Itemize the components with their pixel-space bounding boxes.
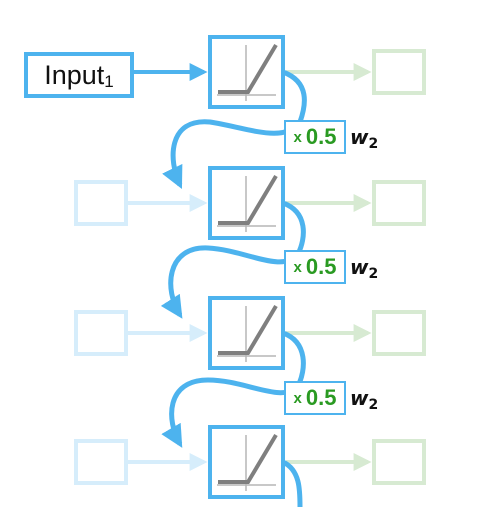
multiplier-prefix: x <box>293 389 302 407</box>
recurrent-arrow-4 <box>281 459 303 507</box>
weight-label-2: w2 <box>350 255 379 282</box>
multiplier-value: 0.5 <box>305 124 337 149</box>
faded-output-2 <box>286 310 426 356</box>
input-subscript: 1 <box>104 72 114 91</box>
weight-label-1: w2 <box>350 125 379 152</box>
weight-subscript: 2 <box>368 397 379 413</box>
recurrent-arrow-3 <box>161 330 306 448</box>
weight-label-3: w2 <box>350 386 379 413</box>
relu-unit-3 <box>208 425 285 499</box>
recurrent-arrow-1 <box>162 69 307 190</box>
relu-unit-2 <box>208 296 285 370</box>
weight-subscript: 2 <box>368 266 379 282</box>
faded-output-1 <box>286 180 426 226</box>
multiplier-prefix: x <box>293 128 302 146</box>
input-label: Input <box>44 59 105 90</box>
faded-input-2 <box>74 310 208 356</box>
relu-unit-1 <box>208 166 285 240</box>
recurrent-arrow-2 <box>160 200 306 319</box>
multiplier-prefix: x <box>293 258 302 276</box>
weight-subscript: 2 <box>368 136 379 152</box>
faded-output-3 <box>286 439 426 485</box>
weight-symbol: w <box>350 125 369 149</box>
faded-output-0 <box>286 49 426 95</box>
faded-input-1 <box>74 180 208 226</box>
weight-symbol: w <box>350 255 369 279</box>
relu-unit-0 <box>208 35 285 109</box>
faded-input-3 <box>74 439 208 485</box>
multiplier-value: 0.5 <box>305 254 337 279</box>
multiplier-value: 0.5 <box>305 385 337 410</box>
weight-symbol: w <box>350 386 369 410</box>
